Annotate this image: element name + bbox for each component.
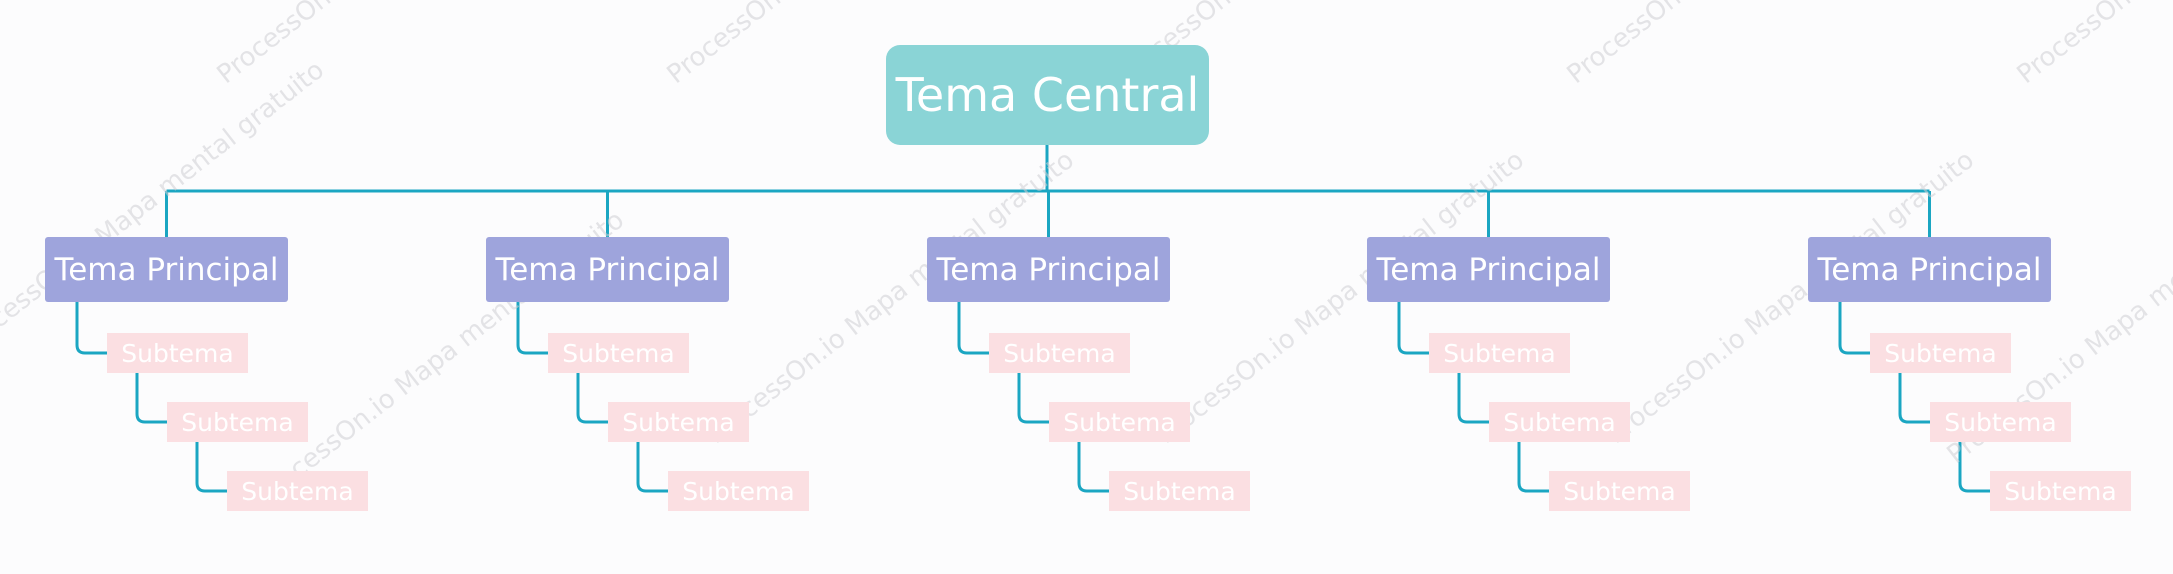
main-topic-2[interactable]: Tema Principal [486, 237, 729, 302]
subtopic-label: Subtema [1503, 407, 1616, 437]
subtopic-3-3[interactable]: Subtema [1109, 471, 1250, 511]
subtopic-4-2[interactable]: Subtema [1489, 402, 1630, 442]
subtopic-connector-line [1838, 302, 1870, 355]
subtopic-label: Subtema [1563, 476, 1676, 506]
subtopic-3-2[interactable]: Subtema [1049, 402, 1190, 442]
subtopic-5-2[interactable]: Subtema [1930, 402, 2071, 442]
subtopic-5-3[interactable]: Subtema [1990, 471, 2131, 511]
subtopic-4-1[interactable]: Subtema [1429, 333, 1570, 373]
central-topic[interactable]: Tema Central [886, 45, 1209, 145]
main-topic-label: Tema Principal [495, 251, 720, 288]
main-topic-label: Tema Principal [936, 251, 1161, 288]
subtopic-label: Subtema [562, 338, 675, 368]
subtopic-label: Subtema [1063, 407, 1176, 437]
main-topic-label: Tema Principal [1376, 251, 1601, 288]
subtopic-connector-line [636, 442, 668, 493]
main-topic-1[interactable]: Tema Principal [45, 237, 288, 302]
subtopic-connector-line [135, 373, 167, 424]
main-topic-label: Tema Principal [1817, 251, 2042, 288]
subtopic-connector-line [1397, 302, 1429, 355]
subtopic-1-2[interactable]: Subtema [167, 402, 308, 442]
subtopic-connector-line [1017, 373, 1049, 424]
subtopic-label: Subtema [622, 407, 735, 437]
main-topic-label: Tema Principal [54, 251, 279, 288]
main-topic-4[interactable]: Tema Principal [1367, 237, 1610, 302]
central-topic-label: Tema Central [895, 68, 1200, 122]
subtopic-connector-line [195, 442, 227, 493]
subtopic-label: Subtema [1944, 407, 2057, 437]
subtopic-1-1[interactable]: Subtema [107, 333, 248, 373]
subtopic-3-1[interactable]: Subtema [989, 333, 1130, 373]
subtopic-5-1[interactable]: Subtema [1870, 333, 2011, 373]
subtopic-4-3[interactable]: Subtema [1549, 471, 1690, 511]
subtopic-2-3[interactable]: Subtema [668, 471, 809, 511]
main-topic-3[interactable]: Tema Principal [927, 237, 1170, 302]
subtopic-connector-line [1457, 373, 1489, 424]
subtopic-connector-line [1898, 373, 1930, 424]
subtopic-connector-line [957, 302, 989, 355]
subtopic-label: Subtema [1123, 476, 1236, 506]
subtopic-connector-line [1958, 442, 1990, 493]
subtopic-1-3[interactable]: Subtema [227, 471, 368, 511]
subtopic-connector-line [75, 302, 107, 355]
subtopic-label: Subtema [2004, 476, 2117, 506]
subtopic-label: Subtema [1884, 338, 1997, 368]
subtopic-label: Subtema [241, 476, 354, 506]
subtopic-connector-line [1077, 442, 1109, 493]
subtopic-connector-line [516, 302, 548, 355]
subtopic-label: Subtema [121, 338, 234, 368]
subtopic-label: Subtema [682, 476, 795, 506]
subtopic-label: Subtema [181, 407, 294, 437]
subtopic-connector-line [1517, 442, 1549, 493]
subtopic-connector-line [576, 373, 608, 424]
subtopic-2-2[interactable]: Subtema [608, 402, 749, 442]
subtopic-label: Subtema [1443, 338, 1556, 368]
main-topic-5[interactable]: Tema Principal [1808, 237, 2051, 302]
subtopic-2-1[interactable]: Subtema [548, 333, 689, 373]
subtopic-label: Subtema [1003, 338, 1116, 368]
